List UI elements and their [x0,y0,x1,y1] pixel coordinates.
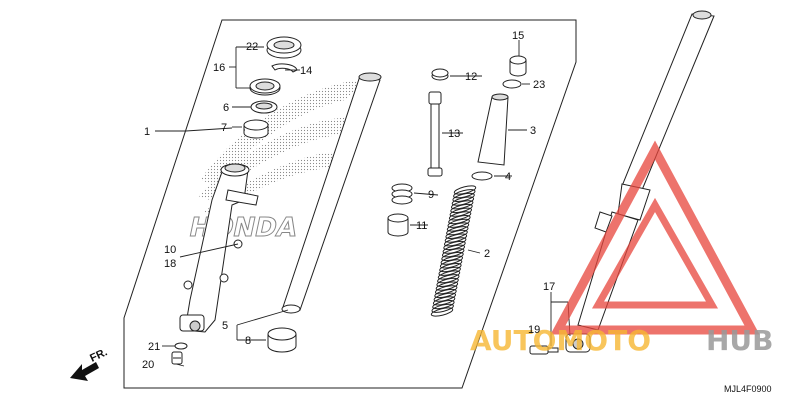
label-10: 10 [164,244,176,256]
site-watermark-text-2: HUB [706,324,774,357]
spring-coil [437,274,460,284]
washer-6 [250,100,278,114]
spring-coil [440,255,464,265]
label-17: 17 [543,281,555,293]
label-6: 6 [223,102,229,114]
fork-spring-2 [430,185,477,317]
spring-coil [439,263,462,273]
spacer-3 [477,93,509,166]
front-arrow-icon [70,362,99,381]
spring-coil [432,300,455,310]
spring-coil [432,296,456,306]
label-13: 13 [448,128,460,140]
fork-bottom-case [179,163,259,333]
spring-coil [453,185,477,195]
spring-coil [441,251,464,262]
site-watermark-text-1: AUTOMOTO [470,324,651,357]
label-11: 11 [416,220,427,232]
spring-coil [450,200,474,210]
spring-coil [446,222,470,232]
front-direction-indicator: FR. [70,346,109,381]
spring-coil [451,196,475,206]
spring-coil [444,233,468,243]
label-20: 20 [142,359,154,371]
label-4: 4 [505,171,511,183]
spring-coil [446,226,469,236]
fork-assembly-17 [565,10,715,353]
axle-pinch-bolt-19 [529,345,559,355]
label-18: 18 [164,258,176,270]
panel-frame [123,19,577,389]
spring-coil [448,215,471,225]
spring-coil [448,211,472,221]
bushing-8 [267,327,297,353]
label-22: 22 [246,41,258,53]
part-labels: 1 2 3 4 5 6 7 8 9 10 18 11 12 13 14 15 1… [142,30,555,371]
rebound-spring-9 [391,183,413,205]
spring-coil [434,285,458,295]
fork-pipe-5 [281,72,382,314]
label-7: 7 [221,122,227,134]
cap-12 [431,68,449,81]
site-watermark-logo [550,140,760,335]
leader-lines [155,40,571,367]
front-label: FR. [88,346,109,364]
label-9: 9 [428,189,434,201]
label-5: 5 [222,320,228,332]
warning-triangle-icon [550,140,760,335]
label-15: 15 [512,30,524,42]
spring-seat-4 [471,171,493,181]
washer-21 [174,342,188,350]
label-19: 19 [528,324,540,336]
label-16: 16 [213,62,225,74]
spring-coil [447,218,470,228]
label-3: 3 [530,125,536,137]
cap-bolt-15 [509,55,527,77]
spring-coil [441,248,465,258]
spring-coil [434,288,457,299]
label-2: 2 [484,248,490,260]
spring-coil [439,259,463,269]
spring-coil [453,189,476,199]
spring-coil [449,207,473,217]
spring-coil [430,307,454,317]
spring-coil [435,281,459,291]
spring-coil [445,229,468,239]
spring-coil [431,303,454,313]
diagram-code: MJL4F0900 [724,384,772,394]
spring-coil [443,237,467,247]
label-1: 1 [144,126,150,138]
oil-seal-16 [249,78,281,96]
o-ring-23 [502,79,522,89]
spring-coil [450,203,473,214]
oil-lock-piece-11 [387,213,409,237]
bolt-20 [171,351,183,365]
spring-coil [438,266,461,276]
spring-coil [436,277,459,287]
label-23: 23 [533,79,545,91]
label-8: 8 [245,335,251,347]
stopper-ring-14 [271,63,298,73]
dust-seal-22 [266,36,302,59]
spring-coil [433,292,457,302]
spring-coil [452,192,475,202]
spring-coil [437,270,461,280]
label-12: 12 [465,71,477,83]
bushing-7 [243,119,269,139]
label-14: 14 [300,65,312,77]
damper-rod-13 [427,91,443,177]
label-21: 21 [148,341,160,353]
